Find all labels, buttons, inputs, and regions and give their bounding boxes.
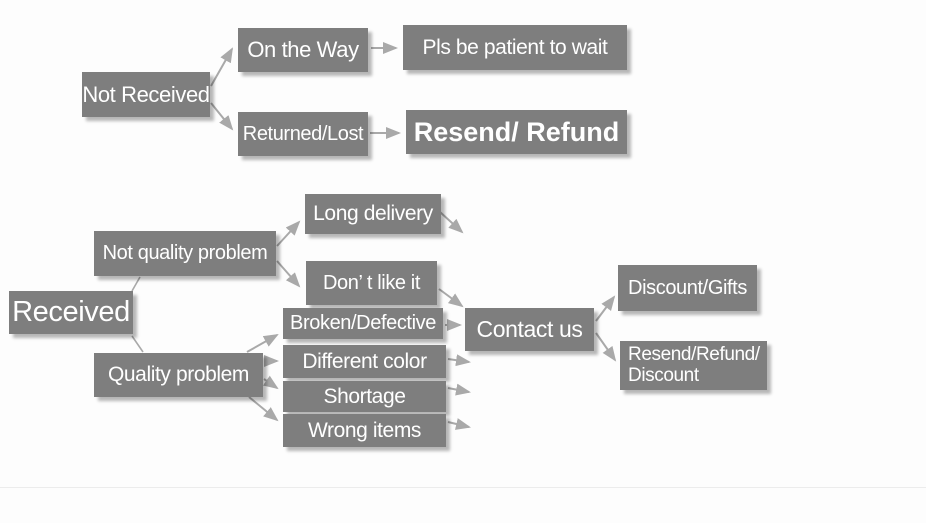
node-resend-refund-discount-line2: Discount [628,364,699,386]
arrow-quality-to-shortage [262,375,279,390]
node-dont-like-it-label: Don’ t like it [322,271,421,294]
node-not-quality-problem-label: Not quality problem [102,242,268,264]
arrow-quality-to-broken [246,334,279,353]
node-pls-be-patient-to-wait: Pls be patient to wait [403,25,627,70]
arrow-not-received-to-returned-lost [210,102,234,131]
node-different-color: Different color [283,345,446,378]
line-received-to-quality [131,335,144,353]
node-resend-refund-discount-line1: Resend/Refund/ [628,343,760,365]
arrow-shortage-out [447,383,471,396]
arrow-contact-us-to-discount-gifts [595,295,616,322]
node-contact-us: Contact us [465,308,594,351]
node-not-received: Not Received [82,72,210,117]
arrow-quality-to-wrong-items [248,396,279,422]
node-resend-refund-label: Resend/ Refund [413,116,620,147]
node-wrong-items-label: Wrong items [307,418,422,442]
node-returned-lost-label: Returned/Lost [242,122,364,145]
arrow-different-out [447,354,471,367]
node-returned-lost: Returned/Lost [238,112,368,156]
node-long-delivery-label: Long delivery [313,202,433,225]
node-discount-gifts-label: Discount/Gifts [628,276,747,299]
node-dont-like-it: Don’ t like it [306,261,437,305]
node-not-quality-problem: Not quality problem [94,231,276,276]
node-received: Received [9,291,133,334]
arrow-long-delivery-out [439,211,464,234]
node-shortage: Shortage [283,381,446,412]
node-discount-gifts: Discount/Gifts [618,265,757,311]
node-different-color-label: Different color [302,349,427,373]
arrow-not-quality-to-dont-like [276,260,301,288]
node-long-delivery: Long delivery [305,194,441,234]
node-on-the-way-label: On the Way [247,37,359,62]
node-on-the-way: On the Way [238,28,368,72]
arrow-dont-like-to-contact-us [438,288,464,308]
node-resend-refund: Resend/ Refund [406,110,627,154]
arrow-not-quality-to-long-delivery [276,220,301,247]
node-quality-problem: Quality problem [94,353,263,397]
arrow-not-received-to-on-the-way [210,47,233,87]
line-received-to-not-quality [131,276,141,292]
bottom-edge-line [0,487,926,488]
node-received-label: Received [12,296,130,328]
node-wrong-items: Wrong items [283,414,446,447]
node-quality-problem-label: Quality problem [107,363,250,386]
node-contact-us-label: Contact us [476,316,583,342]
arrow-wrong-items-out [447,418,471,430]
node-broken-defective-label: Broken/Defective [290,312,436,334]
node-resend-refund-discount: Resend/Refund/ Discount [620,341,767,390]
node-shortage-label: Shortage [323,384,406,408]
node-pls-be-patient-to-wait-label: Pls be patient to wait [422,35,608,59]
node-not-received-label: Not Received [82,81,210,107]
arrow-contact-us-to-resend-discount [595,332,617,362]
node-broken-defective: Broken/Defective [283,308,443,339]
